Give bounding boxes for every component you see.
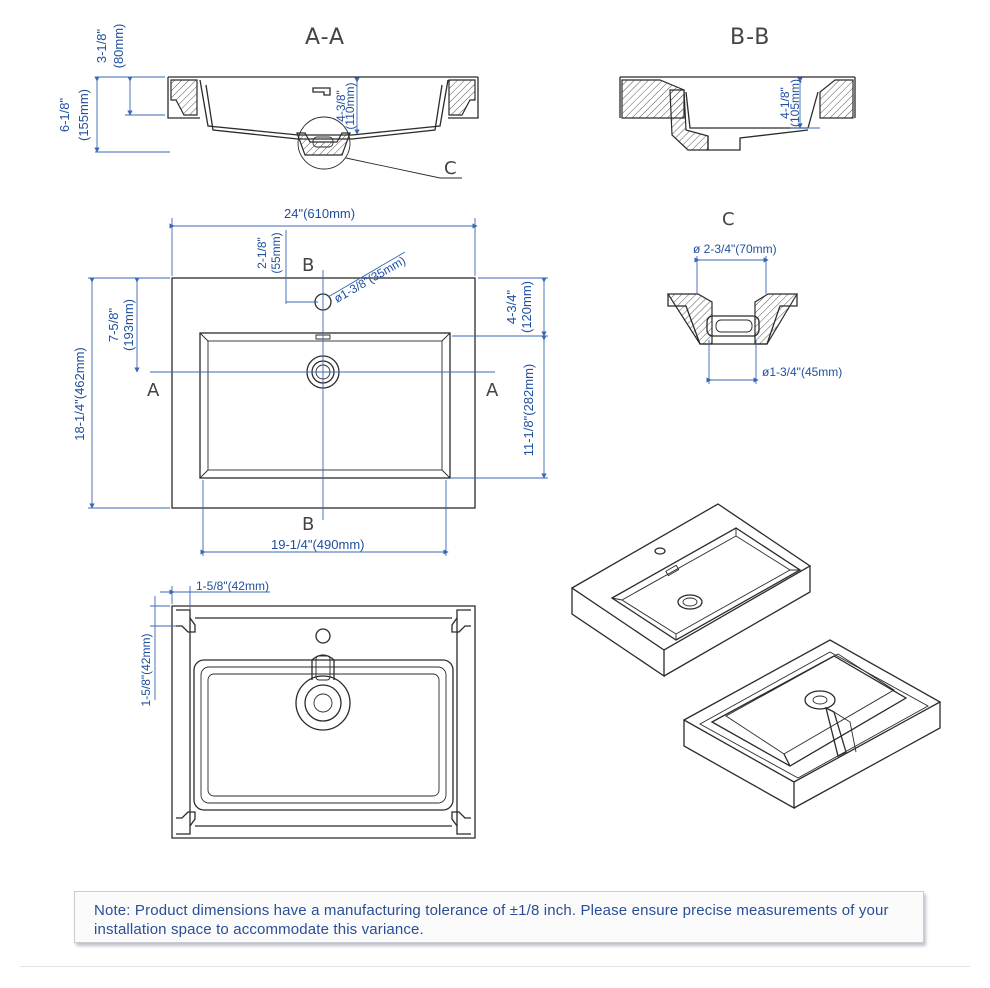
detail-c-view: C ø 2-3/4"(70mm) ø1-3/4"(45mm)	[666, 209, 842, 384]
section-aa-left-rim	[170, 79, 198, 116]
bottom-drain-outer	[295, 675, 351, 731]
corner-notch-y: 1-5/8"(42mm)	[139, 634, 153, 707]
detail-c-bottom-dia: ø1-3/4"(45mm)	[762, 365, 842, 379]
detail-c-left-wall	[666, 293, 713, 345]
section-b-top: B	[302, 255, 314, 276]
section-aa-drain	[296, 132, 351, 156]
detail-c-callout: C	[444, 158, 457, 179]
isometric-bottom-view	[682, 639, 942, 810]
section-bb-title: B-B	[730, 25, 770, 50]
section-b-bottom: B	[302, 514, 314, 535]
tolerance-note: Note: Product dimensions have a manufact…	[94, 902, 889, 938]
bowl-width: 19-1/4"(490mm)	[271, 537, 364, 552]
section-aa-view: A-A C 6-1/8" (155mm) 3-1/8" (80mm) 4-3/8…	[57, 24, 479, 179]
bottom-view: 1-5/8"(42mm) 1-5/8"(42mm)	[139, 579, 476, 839]
detail-c-top-dia: ø 2-3/4"(70mm)	[693, 242, 777, 256]
bowl-depth: 11-1/8"(282mm)	[521, 364, 536, 457]
hole-offset: 2-1/8"	[255, 237, 269, 269]
section-a-left: A	[147, 380, 160, 401]
tolerance-note-box: Note: Product dimensions have a manufact…	[74, 891, 924, 943]
footer-divider	[20, 966, 970, 967]
aa-top-height: 3-1/8"	[94, 28, 109, 63]
isometric-top-view	[570, 503, 812, 678]
aa-total-height: 6-1/8"	[57, 97, 72, 132]
top-view: A A B B 24"(610mm) 2-1/8" (55mm) ø1-3/8"…	[72, 206, 548, 556]
section-aa-title: A-A	[305, 25, 345, 50]
detail-c-title: C	[722, 209, 735, 230]
back-to-bowl-mm: (120mm)	[519, 281, 534, 333]
back-to-bowl: 4-3/4"	[504, 289, 519, 324]
bb-depth-mm: (105mm)	[788, 79, 802, 127]
hole-offset-mm: (55mm)	[269, 232, 283, 273]
bottom-faucet-hole	[315, 628, 331, 644]
corner-notch-x: 1-5/8"(42mm)	[196, 579, 269, 593]
section-aa-right-rim	[448, 79, 476, 116]
section-a-right: A	[486, 380, 499, 401]
top-total-height: 18-1/4"(462mm)	[72, 347, 87, 440]
edge-to-drain: 7-5/8"	[106, 307, 121, 342]
aa-total-height-mm: (155mm)	[76, 89, 91, 141]
aa-inner-depth: 4-3/8"	[334, 90, 348, 122]
edge-to-drain-mm: (193mm)	[121, 299, 136, 351]
hole-diameter: ø1-3/8"(35mm)	[332, 253, 409, 305]
aa-inner-depth-mm: (110mm)	[343, 82, 357, 129]
section-bb-view: B-B 4-1/8" (105mm)	[619, 25, 856, 151]
top-width: 24"(610mm)	[284, 206, 355, 221]
section-bb-right-rim	[819, 79, 854, 119]
aa-top-height-mm: (80mm)	[111, 24, 126, 69]
bb-depth: 4-1/8"	[778, 87, 792, 119]
